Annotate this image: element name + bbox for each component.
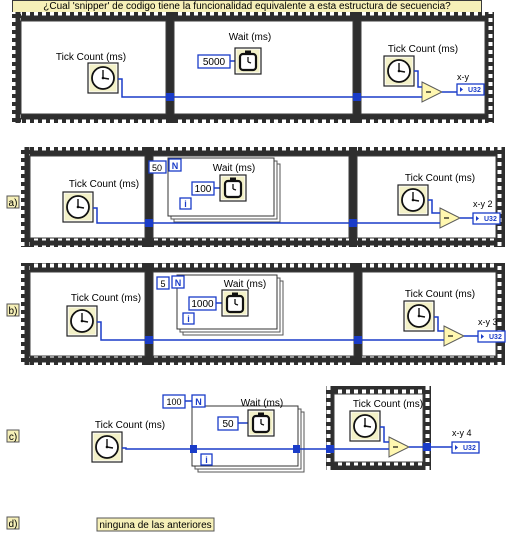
option-d-letter[interactable]: d): [9, 519, 18, 530]
option-a-letter[interactable]: a): [9, 198, 18, 209]
output-label: x-y 2: [473, 199, 493, 209]
tick-count-label: Tick Count (ms): [405, 289, 475, 300]
u32-type: U32: [463, 445, 476, 452]
output-label: x-y: [457, 72, 469, 82]
option-d-text[interactable]: ninguna de las anteriores: [99, 520, 211, 531]
option-c-letter[interactable]: c): [9, 432, 17, 443]
tick-count-label: Tick Count (ms): [388, 44, 458, 55]
tick-count-label: Tick Count (ms): [69, 179, 139, 190]
wait-constant: 50: [222, 419, 234, 430]
wait-label: Wait (ms): [241, 398, 283, 409]
tick-count-label: Tick Count (ms): [56, 52, 126, 63]
loop-n-terminal: N: [175, 278, 182, 288]
tick-count-icon: [66, 305, 98, 337]
main-sequence-structure: Tick Count (ms) Wait (ms) 5000 Tick Coun…: [12, 12, 494, 123]
u32-type: U32: [484, 216, 497, 223]
tick-count-icon: [383, 55, 415, 87]
wait-constant: 5000: [203, 57, 226, 68]
wait-label: Wait (ms): [229, 32, 271, 43]
output-label: x-y 4: [452, 428, 472, 438]
tick-count-label: Tick Count (ms): [353, 399, 423, 410]
loop-count-constant: 50: [152, 163, 162, 173]
wait-icon: [233, 46, 263, 76]
wait-constant: 1000: [191, 299, 214, 310]
tick-count-label: Tick Count (ms): [405, 173, 475, 184]
option-a: Tick Count (ms) 50 N i Wait (ms) 100 Tic…: [21, 147, 505, 247]
loop-n-terminal: N: [195, 397, 202, 407]
u32-type: U32: [468, 87, 481, 94]
tick-count-icon: [91, 431, 123, 463]
tick-count-icon: [397, 184, 429, 216]
tick-count-label: Tick Count (ms): [95, 420, 165, 431]
u32-type: U32: [489, 334, 502, 341]
tick-count-icon: [403, 300, 435, 332]
loop-count-constant: 100: [166, 397, 181, 407]
wait-label: Wait (ms): [224, 279, 266, 290]
loop-count-constant: 5: [160, 279, 165, 289]
tick-count-icon: [349, 410, 381, 442]
wait-constant: 100: [195, 184, 212, 195]
tick-count-label: Tick Count (ms): [71, 293, 141, 304]
loop-i-terminal: i: [184, 199, 187, 209]
option-b-letter[interactable]: b): [9, 306, 18, 317]
tick-count-icon: [62, 191, 94, 223]
option-b: Tick Count (ms) 5 N i Wait (ms) 1000 Tic…: [21, 263, 506, 365]
wait-icon: [220, 288, 250, 318]
tick-count-icon: [87, 62, 119, 94]
output-label: x-y 3: [478, 317, 498, 327]
wait-label: Wait (ms): [213, 163, 255, 174]
wait-icon: [218, 173, 248, 203]
wait-icon: [246, 408, 276, 438]
option-c: Tick Count (ms) 100 N i Wait (ms) 50 Tic…: [91, 386, 480, 473]
loop-i-terminal: i: [205, 455, 208, 465]
loop-n-terminal: N: [172, 161, 179, 171]
loop-i-terminal: i: [187, 314, 190, 324]
